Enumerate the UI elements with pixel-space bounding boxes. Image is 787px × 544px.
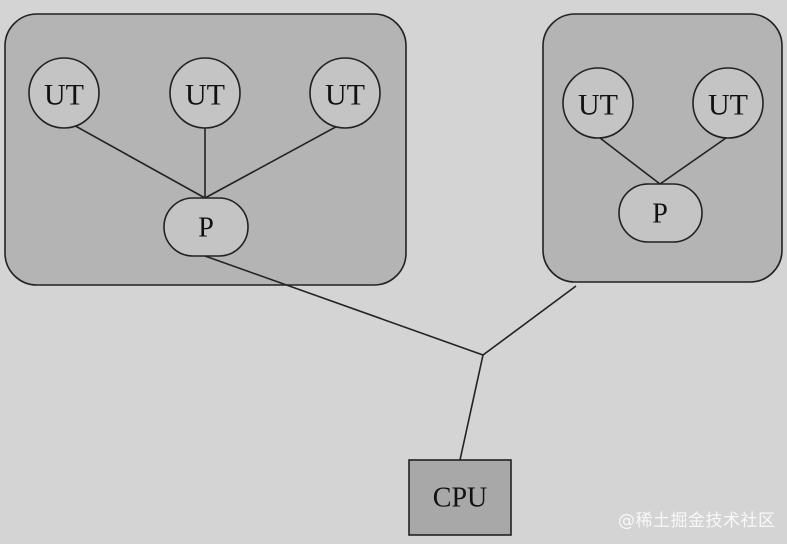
- edge-ut3-p1: [204, 122, 344, 199]
- watermark: @稀土掘金技术社区: [618, 511, 776, 531]
- user-thread-label: UT: [44, 79, 84, 112]
- process-label: P: [198, 213, 214, 244]
- cpu-node: CPU: [408, 459, 512, 536]
- edge-p1-junction: [204, 255, 484, 356]
- process-node: P: [163, 197, 249, 257]
- user-thread-node: UT: [28, 57, 100, 129]
- process-node: P: [618, 183, 703, 243]
- user-thread-node: UT: [169, 57, 241, 129]
- edge-ut5-p2: [659, 137, 727, 185]
- user-thread-label: UT: [325, 79, 365, 112]
- user-thread-label: UT: [708, 89, 748, 122]
- edge-ut1-p1: [69, 122, 206, 199]
- process-label: P: [652, 199, 668, 230]
- edge-junction-cpu: [459, 354, 484, 461]
- connector-lines: [69, 122, 727, 461]
- user-thread-node: UT: [692, 67, 764, 139]
- user-thread-label: UT: [185, 79, 225, 112]
- cpu-label: CPU: [433, 483, 487, 514]
- edge-p2-junction: [482, 285, 577, 356]
- user-thread-node: UT: [562, 67, 634, 139]
- user-thread-node: UT: [309, 57, 381, 129]
- user-thread-label: UT: [578, 89, 618, 122]
- edge-ut4-p2: [599, 137, 661, 185]
